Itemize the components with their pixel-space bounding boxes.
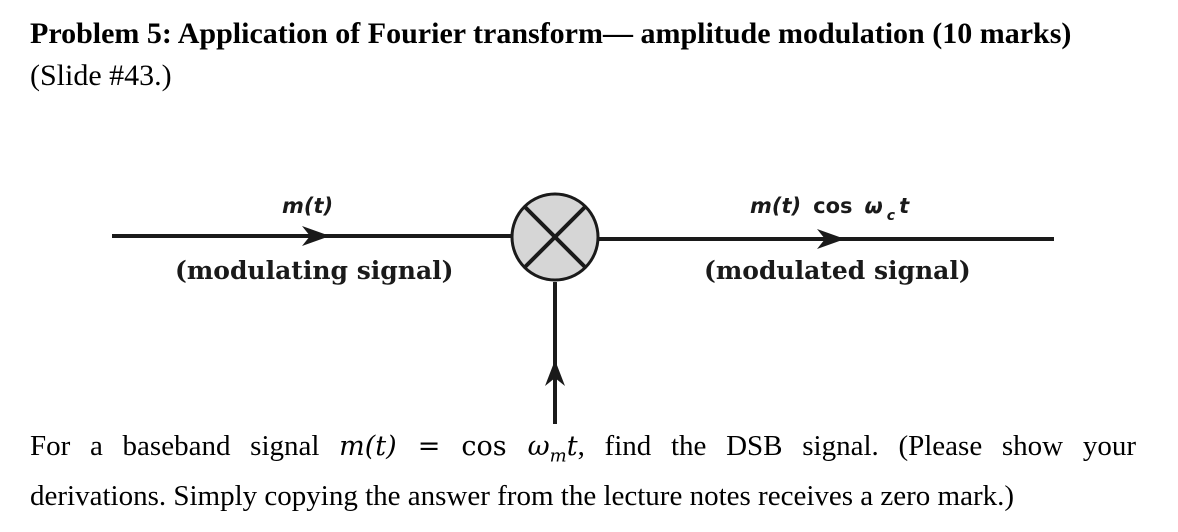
output-label-cos: cos — [813, 194, 852, 218]
math-lhs: m(t) — [339, 431, 397, 462]
math-time: t — [566, 431, 578, 462]
output-label-omega: ω — [865, 194, 883, 218]
output-label-t: t — [899, 194, 910, 218]
problem-line-1-end: , find the DSB signal. (Please show your — [577, 430, 1136, 462]
multiplier-symbol — [510, 192, 600, 282]
math-omega-symbol: ω — [527, 431, 550, 462]
input-arrowhead — [302, 226, 330, 246]
problem-line-1: For a baseband signal m(t) = cos ωmt, fi… — [30, 426, 1136, 476]
output-arrowhead — [817, 229, 845, 249]
output-label-m: m(t) — [750, 194, 801, 218]
output-signal-label: m(t) cos ω c t — [750, 194, 910, 224]
input-signal-label: m(t) — [282, 194, 333, 218]
problem-statement: For a baseband signal m(t) = cos ωmt, fi… — [30, 426, 1136, 516]
math-omega: ωmt — [527, 431, 578, 466]
input-signal-caption: (modulating signal) — [175, 256, 453, 285]
math-omega-subscript: m — [549, 445, 567, 467]
problem-heading: Problem 5: Application of Fourier transf… — [30, 17, 1072, 50]
output-signal-caption: (modulated signal) — [704, 256, 971, 285]
carrier-arrowhead — [545, 360, 565, 386]
slide-reference: (Slide #43.) — [30, 59, 172, 92]
problem-line-1-start: For a baseband signal — [30, 430, 320, 462]
output-label-sub: c — [887, 208, 896, 224]
problem-line-2: derivations. Simply copying the answer f… — [30, 480, 1015, 513]
math-equals-cos: = cos — [396, 431, 528, 462]
